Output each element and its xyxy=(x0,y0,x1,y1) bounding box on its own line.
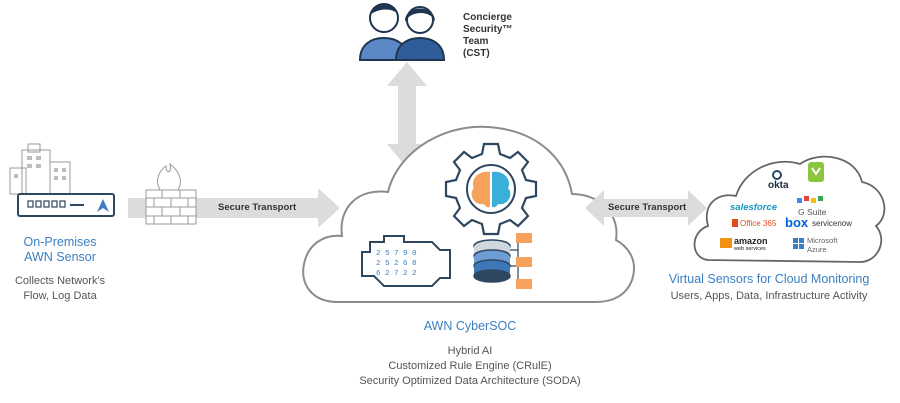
engine-digit-row: 6 2 7 2 2 xyxy=(376,270,417,278)
firewall-icon xyxy=(145,162,197,225)
gsuite-text: G Suite xyxy=(798,207,827,217)
right-transport-label: Secure Transport xyxy=(608,202,687,213)
cst-line: (CST) xyxy=(463,48,490,59)
azure-line: Azure xyxy=(807,245,827,254)
amazon-text: amazon xyxy=(734,236,768,246)
engine-digit-row: 2 5 7 9 0 xyxy=(376,250,417,258)
onprem-title-line: AWN Sensor xyxy=(24,250,96,264)
salesforce-text: salesforce xyxy=(730,202,778,213)
onprem-title-line: On-Premises xyxy=(23,235,97,249)
onprem-text: On-Premises AWN Sensor Collects Network'… xyxy=(0,235,120,304)
box-text: box xyxy=(785,215,809,230)
left-transport-label: Secure Transport xyxy=(218,202,297,213)
cybersoc-item: Hybrid AI xyxy=(447,345,493,357)
onprem-desc-line: Flow, Log Data xyxy=(23,290,97,302)
cst-label: Concierge Security™ Team (CST) xyxy=(463,12,512,60)
servicenow-text: servicenow xyxy=(812,219,853,228)
cybersoc-item: Customized Rule Engine (CRulE) xyxy=(388,360,552,372)
office365-icon xyxy=(732,219,738,227)
engine-digits: 2 5 7 9 0 2 5 2 6 8 6 2 7 2 2 xyxy=(376,249,417,279)
right-transport-arrow xyxy=(585,190,707,226)
azure-line: Microsoft xyxy=(807,236,838,245)
azure-icon xyxy=(793,238,804,249)
vertical-double-arrow xyxy=(387,62,427,168)
cybersoc-title: AWN CyberSOC xyxy=(423,319,517,333)
amazon-smile-icon xyxy=(720,238,732,248)
sensor-appliance-icon xyxy=(17,193,115,217)
building-icon xyxy=(9,143,71,195)
engine-digit-row: 2 5 2 6 8 xyxy=(376,260,417,268)
gsuite-icons xyxy=(797,196,823,203)
onprem-desc-line: Collects Network's xyxy=(14,275,106,287)
cst-line: Security™ xyxy=(463,24,513,35)
cst-line: Concierge xyxy=(463,12,512,23)
database-icon xyxy=(473,233,532,289)
virtual-sensors-text: Virtual Sensors for Cloud Monitoring Use… xyxy=(650,272,888,304)
office365-text: Office 365 xyxy=(740,219,777,228)
okta-text: okta xyxy=(768,180,789,191)
cybersoc-text: AWN CyberSOC Hybrid AI Customized Rule E… xyxy=(320,319,620,389)
hybrid-ai-gear-icon xyxy=(444,142,538,236)
cybersoc-item: Security Optimized Data Architecture (SO… xyxy=(359,375,581,387)
rule-engine-icon xyxy=(361,235,451,287)
cst-line: Team xyxy=(463,36,489,47)
virtual-sensors-desc: Users, Apps, Data, Infrastructure Activi… xyxy=(670,290,868,302)
lookout-logo xyxy=(808,162,824,182)
virtual-sensors-title: Virtual Sensors for Cloud Monitoring xyxy=(668,272,870,286)
people-icon xyxy=(358,3,446,61)
okta-logo xyxy=(772,170,782,180)
azure-text: Microsoft Azure xyxy=(807,236,837,254)
virtual-sensors-cloud xyxy=(693,155,886,263)
aws-text: web services xyxy=(734,246,766,252)
